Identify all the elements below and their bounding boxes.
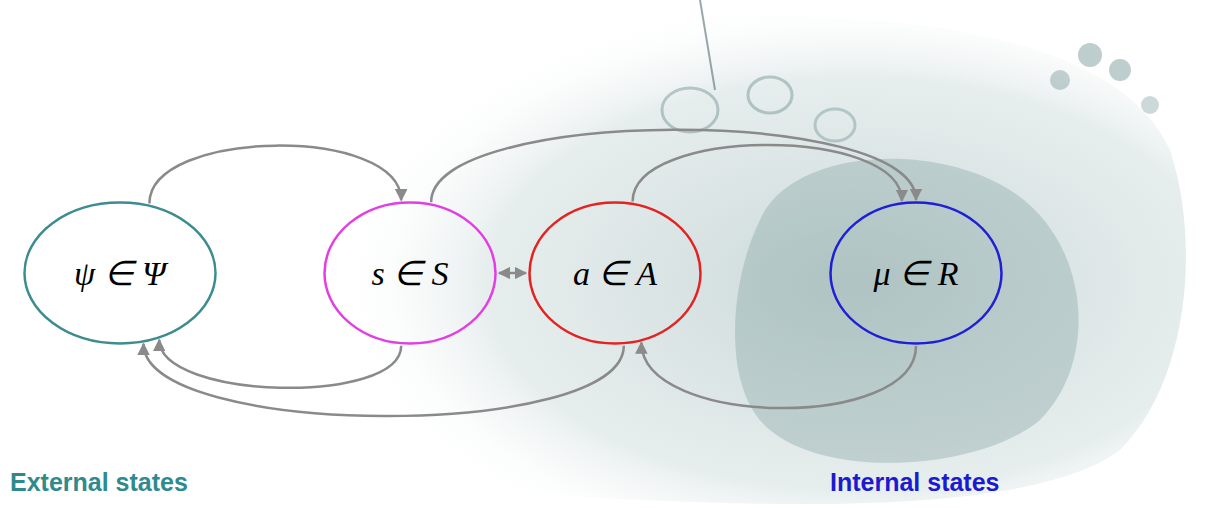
external-label: External states — [10, 468, 188, 497]
internal-state-ellipse: μ ∈ R — [828, 200, 1004, 346]
sensory-state-ellipse: s ∈ S — [322, 200, 498, 346]
influence-arrow — [431, 130, 916, 202]
state-symbol: μ ∈ R — [874, 253, 959, 293]
state-symbol: ψ ∈ Ψ — [74, 253, 166, 293]
state-symbol: s ∈ S — [371, 253, 448, 293]
influence-arrow — [499, 272, 526, 275]
state-symbol: a ∈ A — [573, 253, 657, 293]
influence-arrow — [159, 340, 401, 388]
influence-arrow — [641, 343, 916, 408]
active-state-ellipse: a ∈ A — [527, 200, 703, 346]
internal-label: Internal states — [830, 468, 1000, 497]
influence-arrow — [149, 146, 401, 204]
external-state-ellipse: ψ ∈ Ψ — [22, 200, 218, 346]
influence-arrow — [633, 145, 902, 202]
influence-arrow — [144, 344, 624, 416]
